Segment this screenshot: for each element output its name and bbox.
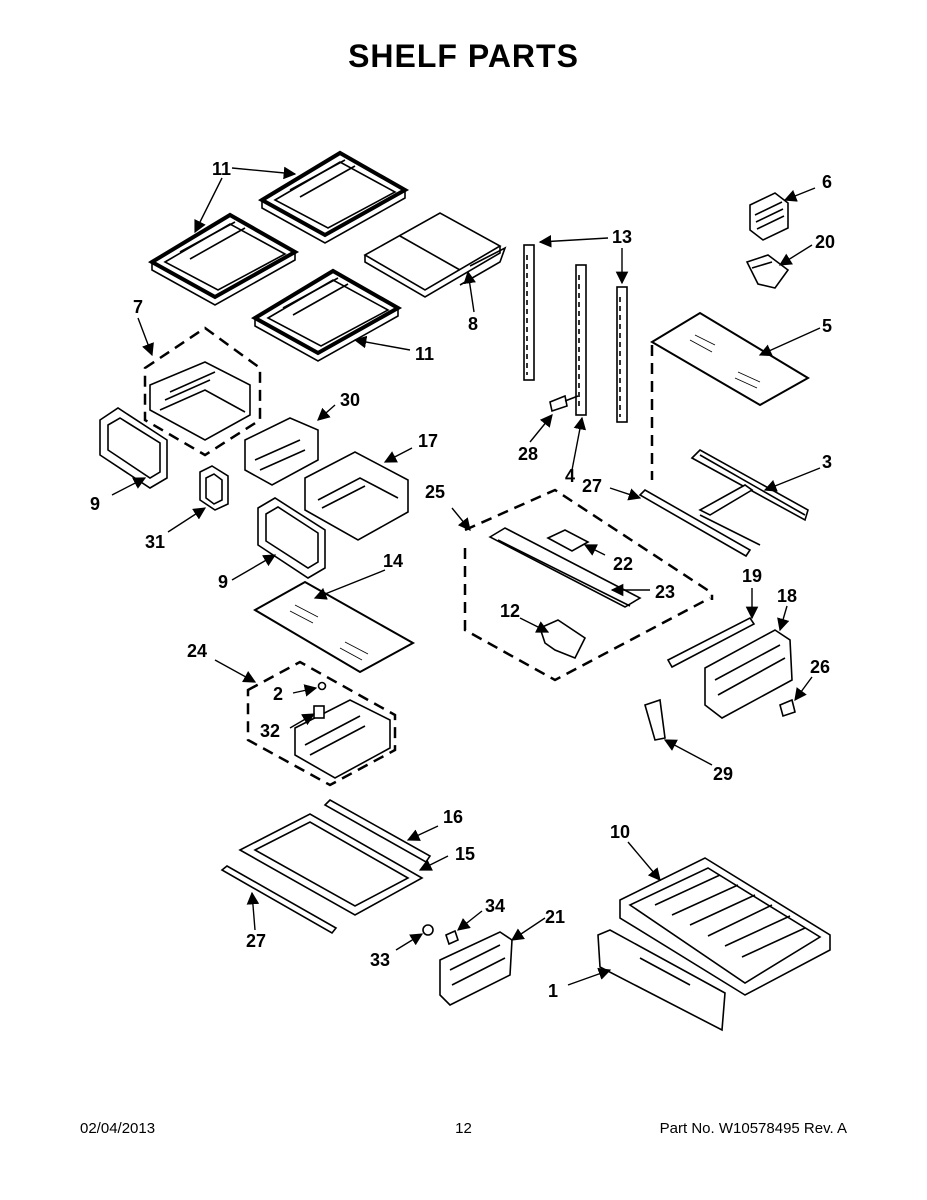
- assembly-part-25: [463, 488, 714, 682]
- callout-10: 10: [610, 822, 630, 842]
- callout-31: 31: [145, 532, 165, 552]
- glass-shelf-part-14: [252, 580, 416, 674]
- shelf-part-11-right: [251, 268, 403, 362]
- callout-28: 28: [518, 444, 538, 464]
- front-panel-part-9-lower: [257, 497, 326, 579]
- callout-30: 30: [340, 390, 360, 410]
- callout-18: 18: [777, 586, 797, 606]
- callout-34: 34: [485, 896, 505, 916]
- callout-11-top: 11: [212, 159, 231, 179]
- part-12: [539, 619, 587, 660]
- footer-part-number: Part No. W10578495 Rev. A: [659, 1120, 847, 1137]
- strip-part-27-right: [638, 489, 752, 558]
- screw-part-28: [549, 394, 579, 413]
- callout-19: 19: [742, 566, 762, 586]
- strip-part-27-left: [220, 865, 338, 935]
- page-title: SHELF PARTS: [348, 38, 579, 74]
- shelf-part-11-top: [258, 150, 410, 244]
- callout-20: 20: [815, 232, 835, 252]
- drawer-assembly-part-24: [246, 660, 397, 787]
- callout-2: 2: [273, 684, 283, 704]
- front-panel-part-9-upper: [99, 407, 168, 489]
- callout-32: 32: [260, 721, 280, 741]
- tray-part-15: [238, 813, 424, 916]
- leader-lines: [111, 166, 821, 986]
- crisper-assembly-part-7: [143, 326, 262, 457]
- strip-part-16: [323, 799, 432, 864]
- callout-7: 7: [133, 297, 143, 317]
- part-29: [644, 698, 666, 741]
- screw-part-26: [779, 698, 796, 718]
- shelf-part-11-left: [148, 212, 300, 306]
- shelf-part-8: [363, 212, 507, 298]
- glass-shelf-part-5: [650, 311, 810, 480]
- callout-24: 24: [187, 641, 207, 661]
- part-33: [422, 924, 434, 936]
- callout-1: 1: [548, 981, 558, 1001]
- callout-14: 14: [383, 551, 403, 571]
- ladder-rails-part-13: [523, 244, 628, 423]
- callout-21: 21: [545, 907, 565, 927]
- bin-part-10: [619, 857, 831, 996]
- callout-labels: 11 6 13 20 7 8 5 11 30 17 28 3 4 27 25 9…: [90, 159, 835, 1001]
- bin-part-17: [304, 451, 409, 541]
- callout-27-right: 27: [582, 476, 602, 496]
- callout-17: 17: [418, 431, 438, 451]
- callout-26: 26: [810, 657, 830, 677]
- callout-9-upper: 9: [90, 494, 100, 514]
- callout-5: 5: [822, 316, 832, 336]
- callout-11-bottom: 11: [415, 344, 434, 364]
- callout-33: 33: [370, 950, 390, 970]
- footer-page-number: 12: [455, 1120, 472, 1137]
- callout-9-lower: 9: [218, 572, 228, 592]
- callout-27-left: 27: [246, 931, 266, 951]
- callout-25: 25: [425, 482, 445, 502]
- callout-6: 6: [822, 172, 832, 192]
- part-6: [749, 192, 789, 241]
- bracket-part-18: [704, 629, 793, 719]
- bin-part-30: [244, 417, 319, 486]
- callout-3: 3: [822, 452, 832, 472]
- callout-13: 13: [612, 227, 632, 247]
- callout-23: 23: [655, 582, 675, 602]
- callout-22: 22: [613, 554, 633, 574]
- callout-15: 15: [455, 844, 475, 864]
- part-31: [199, 465, 229, 511]
- callout-29: 29: [713, 764, 733, 784]
- part-34: [445, 929, 459, 946]
- front-part-1: [597, 929, 726, 1032]
- bracket-part-3: [690, 449, 809, 546]
- callout-16: 16: [443, 807, 463, 827]
- footer-date: 02/04/2013: [80, 1120, 156, 1137]
- callout-12: 12: [500, 601, 520, 621]
- callout-8: 8: [468, 314, 478, 334]
- part-20: [745, 254, 790, 289]
- rail-part-19: [666, 616, 756, 669]
- bracket-part-21: [439, 931, 513, 1006]
- callout-4: 4: [565, 466, 575, 486]
